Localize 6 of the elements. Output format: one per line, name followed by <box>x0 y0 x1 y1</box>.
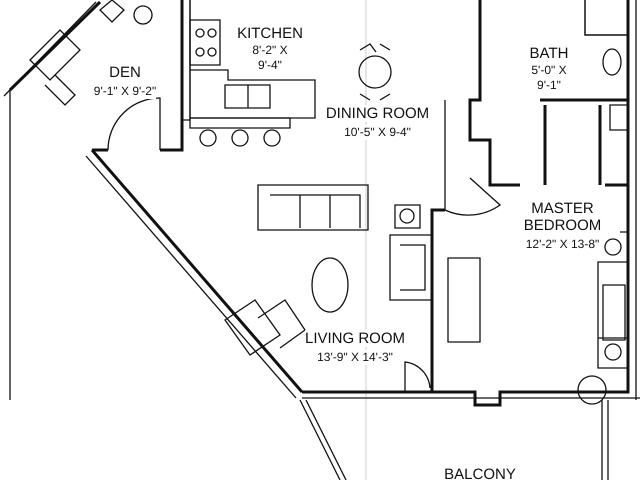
room-dimensions: 13'-9" X 14'-3" <box>317 350 393 365</box>
room-name: LIVING ROOM <box>304 330 405 347</box>
room-name: BALCONY <box>444 466 516 480</box>
room-name: DINING ROOM <box>326 105 430 122</box>
room-dimensions: 9'-1" X 9'-2" <box>94 84 156 99</box>
room-dimensions: 10'-5" X 9-4" <box>344 125 411 140</box>
